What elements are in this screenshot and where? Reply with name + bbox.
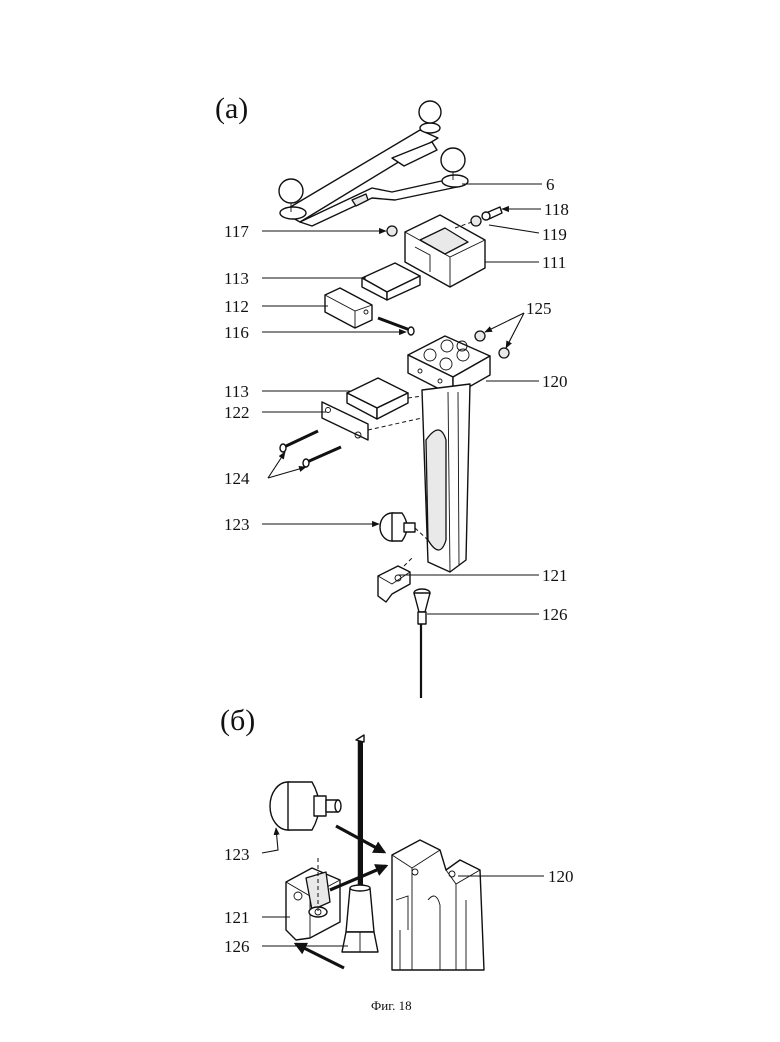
callout-113-upper: 113 xyxy=(224,269,249,288)
part-121-clip xyxy=(378,558,412,602)
callout-123: 123 xyxy=(224,515,250,534)
part-6-handle xyxy=(279,101,468,226)
part-124-screws xyxy=(280,431,341,467)
callout-118: 118 xyxy=(544,200,569,219)
callout-124: 124 xyxy=(224,469,250,488)
panel-a-label: (a) xyxy=(215,92,248,125)
callout-112: 112 xyxy=(224,297,249,316)
callout-122: 122 xyxy=(224,403,250,422)
part-126-needle-detail xyxy=(342,735,378,952)
callout-b-120: 120 xyxy=(548,867,574,886)
part-121-clip-detail xyxy=(286,858,340,940)
callout-121: 121 xyxy=(542,566,568,585)
part-126-needle xyxy=(414,589,430,698)
callout-6: 6 xyxy=(546,175,555,194)
callout-117: 117 xyxy=(224,222,249,241)
part-120-body-detail xyxy=(392,840,484,970)
callout-b-121: 121 xyxy=(224,908,250,927)
part-112-bracket xyxy=(325,288,372,328)
callout-113-lower: 113 xyxy=(224,382,249,401)
callout-120: 120 xyxy=(542,372,568,391)
part-120-body xyxy=(408,336,490,572)
panel-b: (б) xyxy=(220,704,574,970)
part-123-knob xyxy=(380,513,428,541)
callout-125: 125 xyxy=(526,299,552,318)
part-113-upper-pad xyxy=(362,263,420,300)
callout-116: 116 xyxy=(224,323,249,342)
figure-caption: Фиг. 18 xyxy=(371,998,412,1013)
callout-119: 119 xyxy=(542,225,567,244)
callout-b-123: 123 xyxy=(224,845,250,864)
callout-b-126: 126 xyxy=(224,937,250,956)
part-113-lower-pad xyxy=(347,378,422,419)
callout-111: 111 xyxy=(542,253,566,272)
panel-b-label: (б) xyxy=(220,704,255,737)
callout-126: 126 xyxy=(542,605,568,624)
panel-a: (a) xyxy=(215,92,569,698)
part-123-knob-detail xyxy=(270,782,341,830)
